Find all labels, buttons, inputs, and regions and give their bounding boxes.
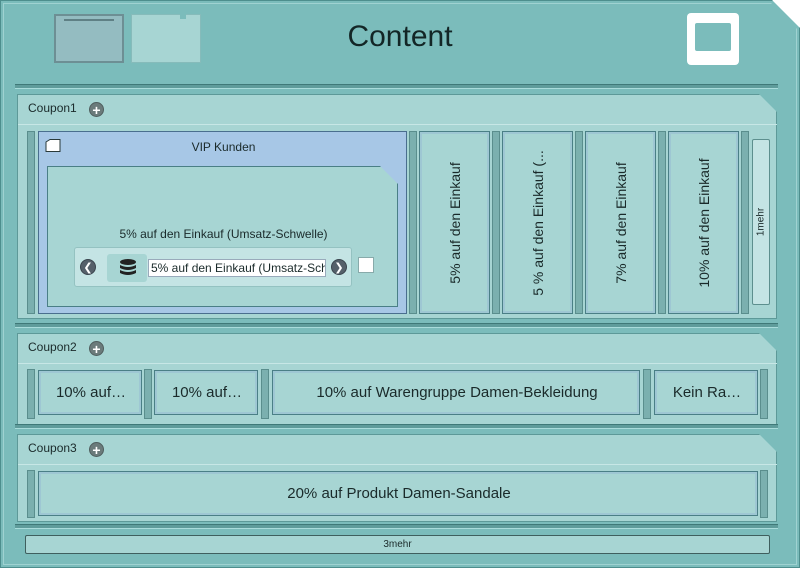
- scroll-rail-left[interactable]: [27, 470, 35, 518]
- coupon2-label: Coupon2: [28, 340, 77, 354]
- coupon1-card-3[interactable]: 7% auf den Einkauf: [585, 131, 656, 314]
- scroll-rail[interactable]: [658, 131, 666, 314]
- scroll-rail[interactable]: [409, 131, 417, 314]
- arrow-left-icon[interactable]: ❮: [80, 259, 96, 275]
- coupon3-label: Coupon3: [28, 441, 77, 455]
- section-divider: [15, 424, 778, 429]
- vip-group-card[interactable]: VIP Kunden 5% auf den Einkauf (Umsatz-Sc…: [38, 131, 407, 314]
- coupon2-card-2[interactable]: 10% auf…: [154, 370, 258, 415]
- coupon2-section: Coupon2 + 10% auf… 10% auf… 10% auf Ware…: [17, 333, 777, 426]
- coupon1-card-1[interactable]: 5% auf den Einkauf: [419, 131, 490, 314]
- scroll-rail[interactable]: [741, 131, 749, 314]
- scroll-rail[interactable]: [261, 369, 269, 419]
- section-divider: [15, 524, 778, 529]
- coupon2-card-1[interactable]: 10% auf…: [38, 370, 142, 415]
- card-label: 10% auf Warengruppe Damen-Bekleidung: [273, 384, 641, 401]
- coupon1-section: Coupon1 + VIP Kunden 5% auf den Einkauf …: [17, 94, 777, 319]
- section-separator: [18, 464, 778, 465]
- section-separator: [18, 363, 778, 364]
- vip-group-title: VIP Kunden: [39, 140, 408, 154]
- rule-card[interactable]: 5% auf den Einkauf (Umsatz-Schwelle) ❮ 5…: [47, 166, 398, 307]
- card-label: 20% auf Produkt Damen-Sandale: [39, 485, 759, 502]
- coupon1-card-4[interactable]: 10% auf den Einkauf: [668, 131, 739, 314]
- scroll-rail-left[interactable]: [27, 131, 35, 314]
- coupon2-card-3[interactable]: 10% auf Warengruppe Damen-Bekleidung: [272, 370, 640, 415]
- scroll-rail[interactable]: [144, 369, 152, 419]
- card-label: Kein Ra…: [655, 384, 759, 401]
- add-icon[interactable]: +: [89, 341, 104, 356]
- arrow-right-icon[interactable]: ❯: [331, 259, 347, 275]
- rule-value-field[interactable]: 5% auf den Einkauf (Umsatz-Schwe: [148, 259, 326, 277]
- scroll-rail-right[interactable]: [760, 369, 768, 419]
- section-divider: [15, 323, 778, 328]
- coupon3-section: Coupon3 + 20% auf Produkt Damen-Sandale: [17, 434, 777, 522]
- window-icon[interactable]: [687, 13, 739, 65]
- page-title: Content: [0, 20, 800, 54]
- database-icon-box: [107, 254, 147, 282]
- scroll-rail-right[interactable]: [760, 470, 768, 518]
- rule-title: 5% auf den Einkauf (Umsatz-Schwelle): [48, 227, 399, 241]
- scroll-rail[interactable]: [492, 131, 500, 314]
- card-label: 10% auf…: [155, 384, 259, 401]
- scroll-rail[interactable]: [575, 131, 583, 314]
- scroll-rail[interactable]: [643, 369, 651, 419]
- add-icon[interactable]: +: [89, 102, 104, 117]
- more-label: 1mehr: [756, 208, 767, 236]
- add-icon[interactable]: +: [89, 442, 104, 457]
- coupon3-card-1[interactable]: 20% auf Produkt Damen-Sandale: [38, 471, 758, 516]
- scroll-rail-left[interactable]: [27, 369, 35, 419]
- coupon2-card-4[interactable]: Kein Ra…: [654, 370, 758, 415]
- coupon1-more-button[interactable]: 1mehr: [752, 139, 770, 305]
- rule-selector: ❮ 5% auf den Einkauf (Umsatz-Schwe ❯: [74, 247, 352, 287]
- coupon1-label: Coupon1: [28, 101, 77, 115]
- header-divider: [15, 84, 778, 89]
- more-label: 3mehr: [383, 539, 411, 550]
- section-separator: [18, 124, 778, 125]
- card-label: 5 % auf den Einkauf (...: [530, 150, 546, 296]
- card-label: 10% auf den Einkauf: [696, 158, 712, 287]
- footer-more-button[interactable]: 3mehr: [25, 535, 770, 554]
- card-label: 5% auf den Einkauf: [447, 162, 463, 283]
- database-icon: [118, 258, 138, 278]
- rule-checkbox[interactable]: [358, 257, 374, 273]
- card-label: 10% auf…: [39, 384, 143, 401]
- card-label: 7% auf den Einkauf: [613, 162, 629, 283]
- coupon1-card-2[interactable]: 5 % auf den Einkauf (...: [502, 131, 573, 314]
